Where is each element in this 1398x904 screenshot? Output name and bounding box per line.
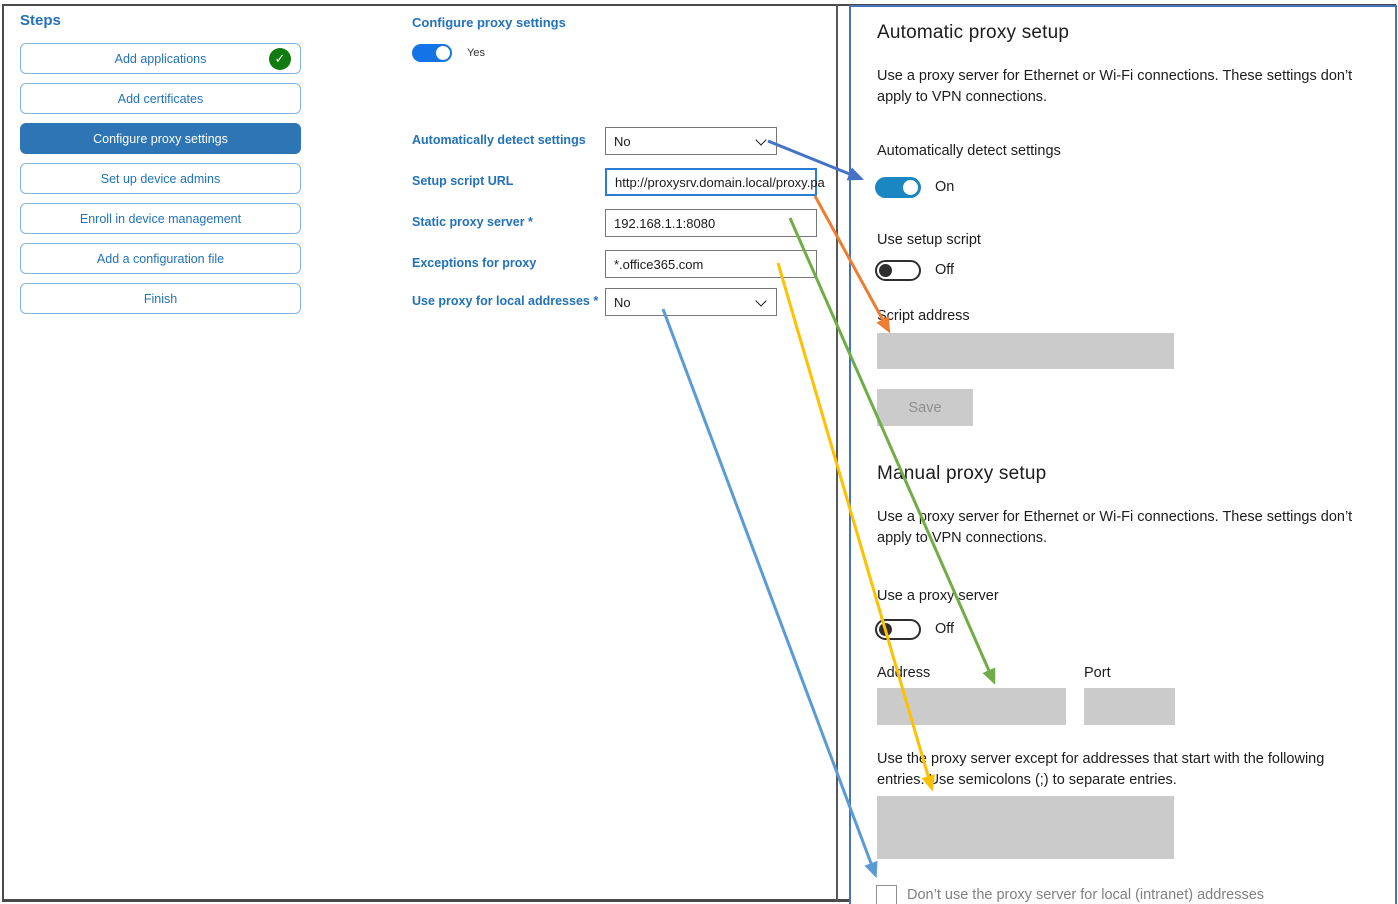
step-label: Enroll in device management	[79, 211, 242, 226]
sidebar-item-finish[interactable]: Finish	[20, 283, 301, 314]
use-a-proxy-server-state: Off	[935, 621, 955, 637]
local-addresses-checkbox[interactable]	[876, 885, 897, 904]
steps-title: Steps	[20, 12, 61, 29]
step-label: Add a configuration file	[96, 251, 225, 266]
address-label: Address	[877, 665, 931, 681]
input-value: http://proxysrv.domain.local/proxy.pa	[615, 174, 825, 190]
manual-proxy-heading: Manual proxy setup	[877, 463, 1047, 484]
sidebar-item-set-up-device-admins[interactable]: Set up device admins	[20, 163, 301, 194]
completed-check-icon: ✓	[269, 48, 291, 70]
input-value: *.office365.com	[614, 256, 704, 272]
proxy-exceptions-textarea[interactable]	[877, 796, 1174, 859]
local-addresses-checkbox-label: Don’t use the proxy server for local (in…	[907, 887, 1265, 903]
script-address-input[interactable]	[877, 333, 1174, 369]
configure-proxy-toggle[interactable]	[412, 44, 452, 62]
dropdown-value: No	[614, 133, 631, 149]
step-label: Add applications	[114, 51, 207, 66]
use-proxy-local-label: Use proxy for local addresses *	[412, 294, 599, 308]
configure-proxy-toggle-state: Yes	[467, 47, 485, 59]
auto-detect-settings-state: On	[935, 179, 955, 195]
step-label: Configure proxy settings	[93, 131, 228, 146]
use-setup-script-label: Use setup script	[877, 232, 981, 248]
sidebar-item-add-a-configuration-file[interactable]: Add a configuration file	[20, 243, 301, 274]
exceptions-for-proxy-input[interactable]: *.office365.com	[605, 250, 817, 278]
use-proxy-local-dropdown[interactable]: No	[605, 288, 777, 316]
exceptions-for-proxy-label: Exceptions for proxy	[412, 256, 537, 270]
page-title: Configure proxy settings	[412, 15, 566, 30]
sidebar-item-enroll-in-device-management[interactable]: Enroll in device management	[20, 203, 301, 234]
automatic-proxy-heading: Automatic proxy setup	[877, 22, 1070, 43]
auto-detect-settings-label: Automatically detect settings	[877, 143, 1061, 159]
windows-proxy-settings-panel: Automatic proxy setup Use a proxy server…	[849, 5, 1397, 904]
static-proxy-server-input[interactable]: 192.168.1.1:8080	[605, 209, 817, 237]
static-proxy-server-label: Static proxy server *	[412, 215, 533, 229]
sidebar-item-configure-proxy-settings[interactable]: Configure proxy settings	[20, 123, 301, 154]
address-input[interactable]	[877, 688, 1066, 725]
save-button[interactable]: Save	[877, 389, 973, 426]
automatic-proxy-description: Use a proxy server for Ethernet or Wi-Fi…	[877, 68, 1353, 105]
dropdown-value: No	[614, 294, 631, 310]
sidebar-item-add-certificates[interactable]: Add certificates	[20, 83, 301, 114]
vertical-divider	[836, 4, 838, 902]
setup-script-url-input[interactable]: http://proxysrv.domain.local/proxy.pa	[605, 168, 825, 196]
port-label: Port	[1084, 665, 1111, 681]
toggle-knob	[879, 264, 892, 277]
proxy-exceptions-description: Use the proxy server except for addresse…	[877, 751, 1325, 788]
auto-detect-label: Automatically detect settings	[412, 133, 586, 147]
chevron-down-icon	[755, 295, 767, 307]
toggle-knob	[903, 180, 918, 195]
steps-sidebar: Steps Add applications ✓ Add certificate…	[20, 12, 301, 323]
use-setup-script-state: Off	[935, 262, 955, 278]
auto-detect-dropdown[interactable]: No	[605, 127, 777, 155]
sidebar-item-add-applications[interactable]: Add applications ✓	[20, 43, 301, 74]
use-setup-script-toggle[interactable]	[875, 260, 921, 281]
step-label: Add certificates	[117, 91, 204, 106]
auto-detect-settings-toggle[interactable]	[875, 177, 921, 198]
chevron-down-icon	[755, 134, 767, 146]
toggle-knob	[436, 46, 450, 60]
step-label: Set up device admins	[100, 171, 221, 186]
port-input[interactable]	[1084, 688, 1175, 725]
input-value: 192.168.1.1:8080	[614, 215, 716, 231]
setup-script-url-label: Setup script URL	[412, 174, 514, 188]
toggle-knob	[879, 623, 892, 636]
manual-proxy-description: Use a proxy server for Ethernet or Wi-Fi…	[877, 509, 1353, 546]
step-label: Finish	[143, 291, 178, 306]
use-a-proxy-server-label: Use a proxy server	[877, 588, 999, 604]
script-address-label: Script address	[877, 308, 970, 324]
use-a-proxy-server-toggle[interactable]	[875, 619, 921, 640]
